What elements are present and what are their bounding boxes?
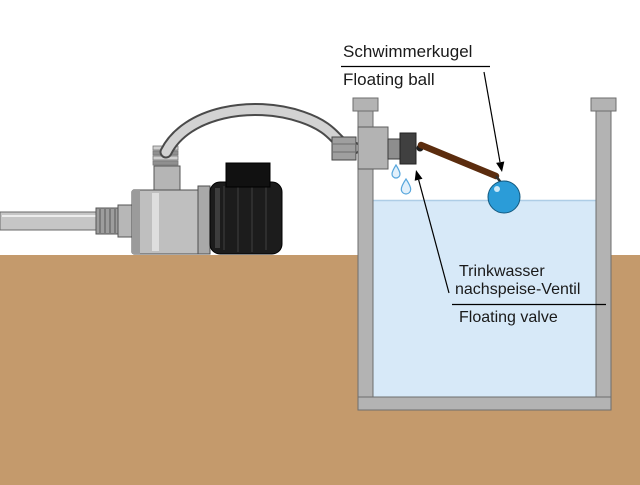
label-floating-ball-en: Floating ball — [343, 70, 435, 89]
valve-dark-block — [399, 132, 417, 165]
float-valve — [331, 126, 424, 170]
label-valve-de-line1: Trinkwasser — [459, 263, 545, 280]
pipe-nut — [117, 204, 133, 238]
water — [373, 200, 596, 397]
tank-left-wall-cap — [352, 97, 379, 112]
arrow-to-ball-head — [496, 161, 505, 172]
water-drops — [391, 163, 412, 195]
pump-outlet-elbow — [153, 165, 181, 193]
annotation-valve: Trinkwasser nachspeise-Ventil Floating v… — [414, 170, 606, 326]
tank-right-wall — [595, 99, 612, 411]
float-mechanism — [417, 141, 521, 214]
label-valve-de-line2: nachspeise-Ventil — [455, 281, 580, 298]
water-drop — [391, 163, 401, 179]
tank-bottom — [357, 396, 612, 411]
pump-head-highlight — [152, 193, 159, 251]
arrow-to-valve-head — [414, 170, 423, 181]
motor-highlight — [215, 188, 220, 248]
water-drop — [400, 177, 412, 195]
pump-coupling-ring — [197, 185, 211, 255]
label-valve-en: Floating valve — [459, 309, 558, 326]
arrow-to-valve-line — [418, 179, 450, 294]
hose-hex-nut — [331, 136, 357, 161]
pump — [131, 145, 283, 255]
float-lever — [417, 141, 500, 180]
pump-head-band — [132, 190, 140, 254]
annotation-floating-ball: Schwimmerkugel Floating ball — [341, 42, 505, 172]
tank-right-wall-cap — [590, 97, 617, 112]
wall-flange — [357, 126, 389, 170]
floating-ball — [487, 180, 521, 214]
motor-terminal-box — [225, 162, 271, 188]
hose-corrugation — [152, 160, 179, 166]
ball-highlight — [494, 186, 500, 192]
label-floating-ball-de: Schwimmerkugel — [343, 42, 472, 61]
pump-motor — [209, 181, 283, 255]
arrow-to-ball-line — [483, 71, 501, 163]
suction-pipe — [0, 204, 133, 238]
